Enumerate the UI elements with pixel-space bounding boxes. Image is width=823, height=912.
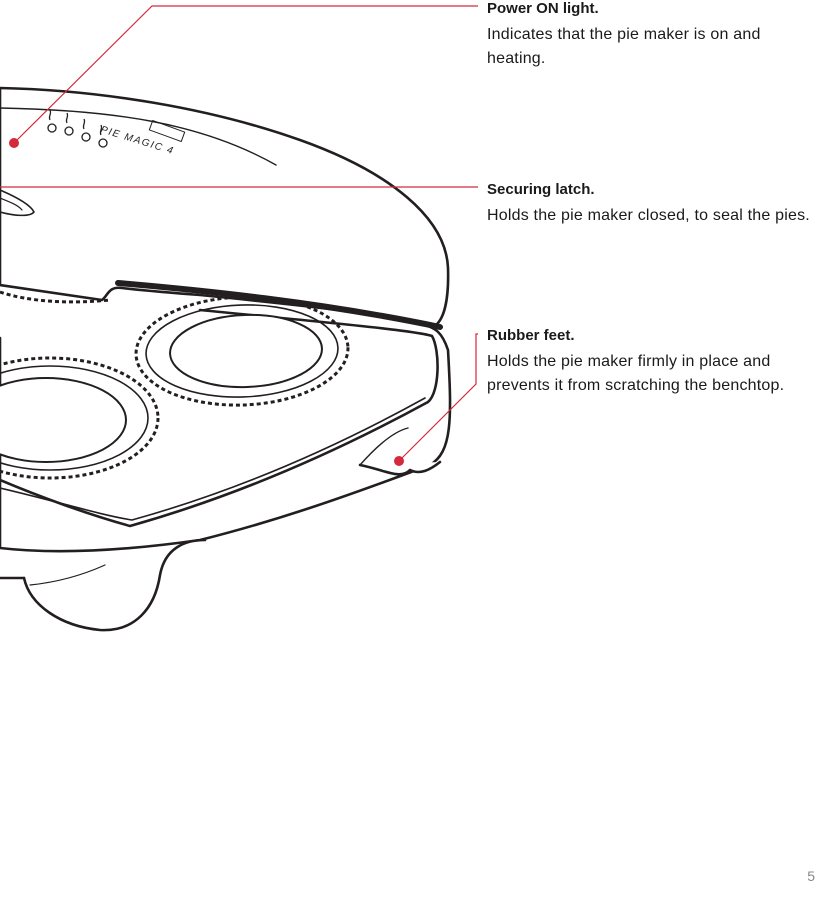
lid: [0, 86, 450, 327]
callout-power-on-light: Power ON light. Indicates that the pie m…: [487, 0, 817, 71]
callout-title: Power ON light.: [487, 0, 599, 17]
indicator-lights: [47, 109, 108, 148]
plate-rim: [0, 397, 426, 521]
pie-well-left-edge: [0, 290, 111, 304]
callout-title: Rubber feet.: [487, 327, 575, 344]
callout-rubber-feet: Rubber feet. Holds the pie maker firmly …: [487, 327, 817, 398]
page-number: 5: [807, 868, 815, 884]
callout-securing-latch: Securing latch. Holds the pie maker clos…: [487, 181, 817, 228]
latch: [0, 189, 35, 217]
left-foot: [22, 538, 207, 632]
base-crease: [29, 564, 106, 586]
callout-description: Indicates that the pie maker is on and h…: [487, 26, 761, 67]
foot-detail: [359, 427, 409, 466]
pie-wells: [0, 290, 350, 480]
callout-line-power: [13, 5, 478, 144]
callout-dot-power: [9, 138, 19, 148]
lid-seam: [115, 280, 443, 330]
callout-line-feet: [398, 333, 478, 462]
callout-description: Holds the pie maker closed, to seal the …: [487, 207, 810, 224]
latch-inner: [0, 197, 23, 211]
plate-tray: [0, 308, 439, 528]
brand-badge: [148, 119, 186, 143]
callout-dots: [9, 138, 404, 466]
callout-dot-feet: [394, 456, 404, 466]
callout-lines: [0, 5, 478, 462]
rubber-foot-right: [358, 460, 442, 476]
callout-title: Securing latch.: [487, 181, 595, 198]
lid-panel: [0, 107, 277, 166]
pie-well-front: [0, 356, 160, 480]
callout-description: Holds the pie maker firmly in place and …: [487, 353, 785, 394]
pie-well-back: [134, 295, 350, 407]
